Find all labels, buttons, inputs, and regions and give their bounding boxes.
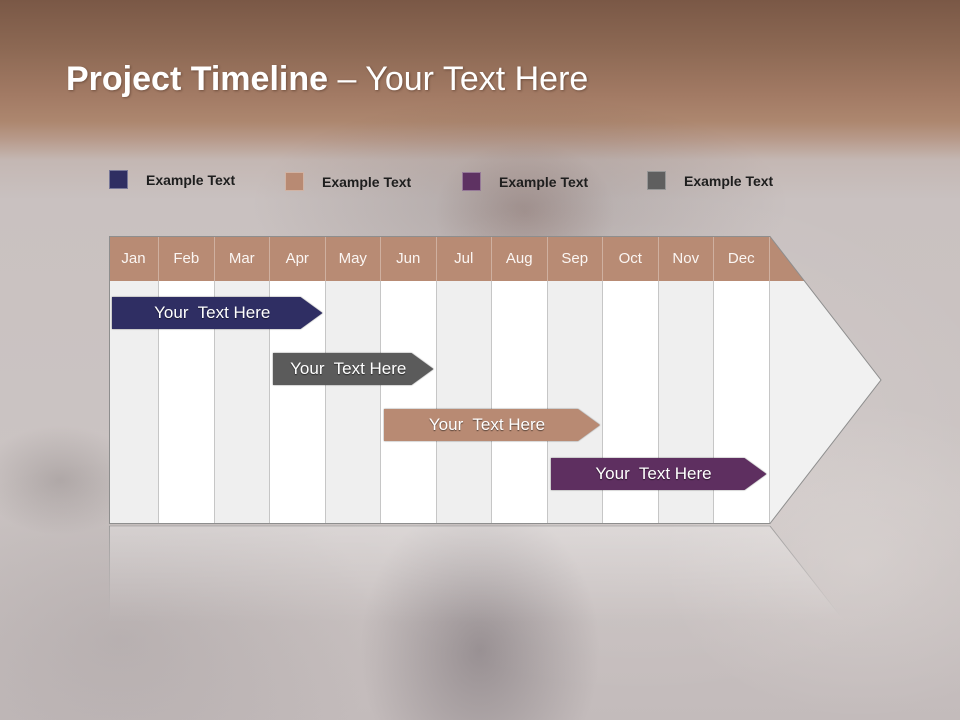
month-label: Nov bbox=[659, 236, 714, 281]
month-column bbox=[381, 281, 437, 524]
task-label: Your Text Here bbox=[428, 415, 546, 434]
task-arrow-shape bbox=[551, 458, 767, 490]
reflection-diagonal-edge bbox=[769, 525, 843, 619]
task-bar[interactable]: Your Text Here bbox=[384, 409, 600, 441]
legend-swatch bbox=[109, 170, 128, 189]
task-arrow-shape bbox=[273, 353, 434, 385]
month-column bbox=[325, 281, 381, 524]
title-bold-text: Project Timeline bbox=[66, 60, 329, 98]
month-label: Feb bbox=[159, 236, 215, 281]
month-label: Jul bbox=[437, 236, 492, 281]
month-label: Sep bbox=[548, 236, 603, 281]
legend-label: Example Text bbox=[499, 174, 589, 190]
task-arrow-shape bbox=[384, 409, 600, 441]
timeline-reflection bbox=[109, 525, 847, 623]
timeline-arrow: Jan Feb Mar Apr May Jun Jul Aug Sep Oct … bbox=[109, 236, 882, 525]
task-bar[interactable]: Your Text Here bbox=[273, 353, 434, 385]
month-label: Oct bbox=[603, 236, 659, 281]
task-bar[interactable]: Your Text Here bbox=[551, 458, 767, 490]
task-label: Your Text Here bbox=[595, 464, 712, 483]
month-label: Dec bbox=[714, 236, 770, 281]
title-rest-text: – Your Text Here bbox=[337, 60, 589, 98]
legend-swatch bbox=[462, 172, 481, 191]
month-header-row: Jan Feb Mar Apr May Jun Jul Aug Sep Oct … bbox=[109, 236, 770, 281]
task-bar[interactable]: Your Text Here bbox=[112, 297, 323, 329]
slide-title[interactable]: Project Timeline– Your Text Here bbox=[66, 56, 588, 102]
month-column bbox=[436, 281, 492, 524]
legend-item[interactable]: Example Text bbox=[285, 172, 435, 192]
legend-swatch bbox=[285, 172, 304, 191]
task-arrow-shape bbox=[112, 297, 323, 329]
month-label: Aug bbox=[492, 236, 548, 281]
month-label: Mar bbox=[215, 236, 270, 281]
reflection-fill bbox=[109, 526, 847, 623]
legend-swatch bbox=[647, 171, 666, 190]
task-label: Your Text Here bbox=[154, 303, 271, 322]
legend-label: Example Text bbox=[146, 172, 236, 188]
month-label: May bbox=[326, 236, 381, 281]
legend-item[interactable]: Example Text bbox=[647, 171, 797, 191]
legend-item[interactable]: Example Text bbox=[462, 172, 612, 192]
month-label: Jan bbox=[109, 236, 159, 281]
legend-item[interactable]: Example Text bbox=[109, 170, 259, 190]
legend-label: Example Text bbox=[684, 173, 774, 189]
task-label: Your Text Here bbox=[290, 359, 407, 378]
month-label: Jun bbox=[381, 236, 437, 281]
legend-label: Example Text bbox=[322, 174, 412, 190]
month-label: Apr bbox=[270, 236, 326, 281]
month-column bbox=[492, 281, 548, 524]
